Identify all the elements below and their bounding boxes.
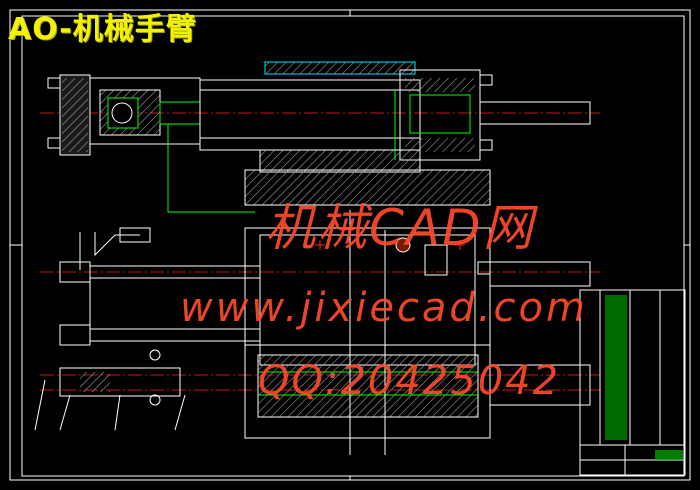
watermark-brand: 机械CAD网: [265, 199, 535, 257]
mid-block: [244, 149, 491, 206]
top-cylinder-assembly: [47, 61, 591, 213]
watermark-url: www.jixiecad.com: [180, 285, 588, 331]
parts-table: [579, 289, 686, 476]
right-shaft: [477, 261, 591, 406]
drawing-frame: [9, 9, 691, 481]
watermark-qq: QQ:20425042: [258, 358, 561, 404]
drawing-title: AO-机械手臂: [8, 12, 197, 47]
left-side-rods: [34, 227, 261, 431]
lower-body: [244, 210, 491, 455]
